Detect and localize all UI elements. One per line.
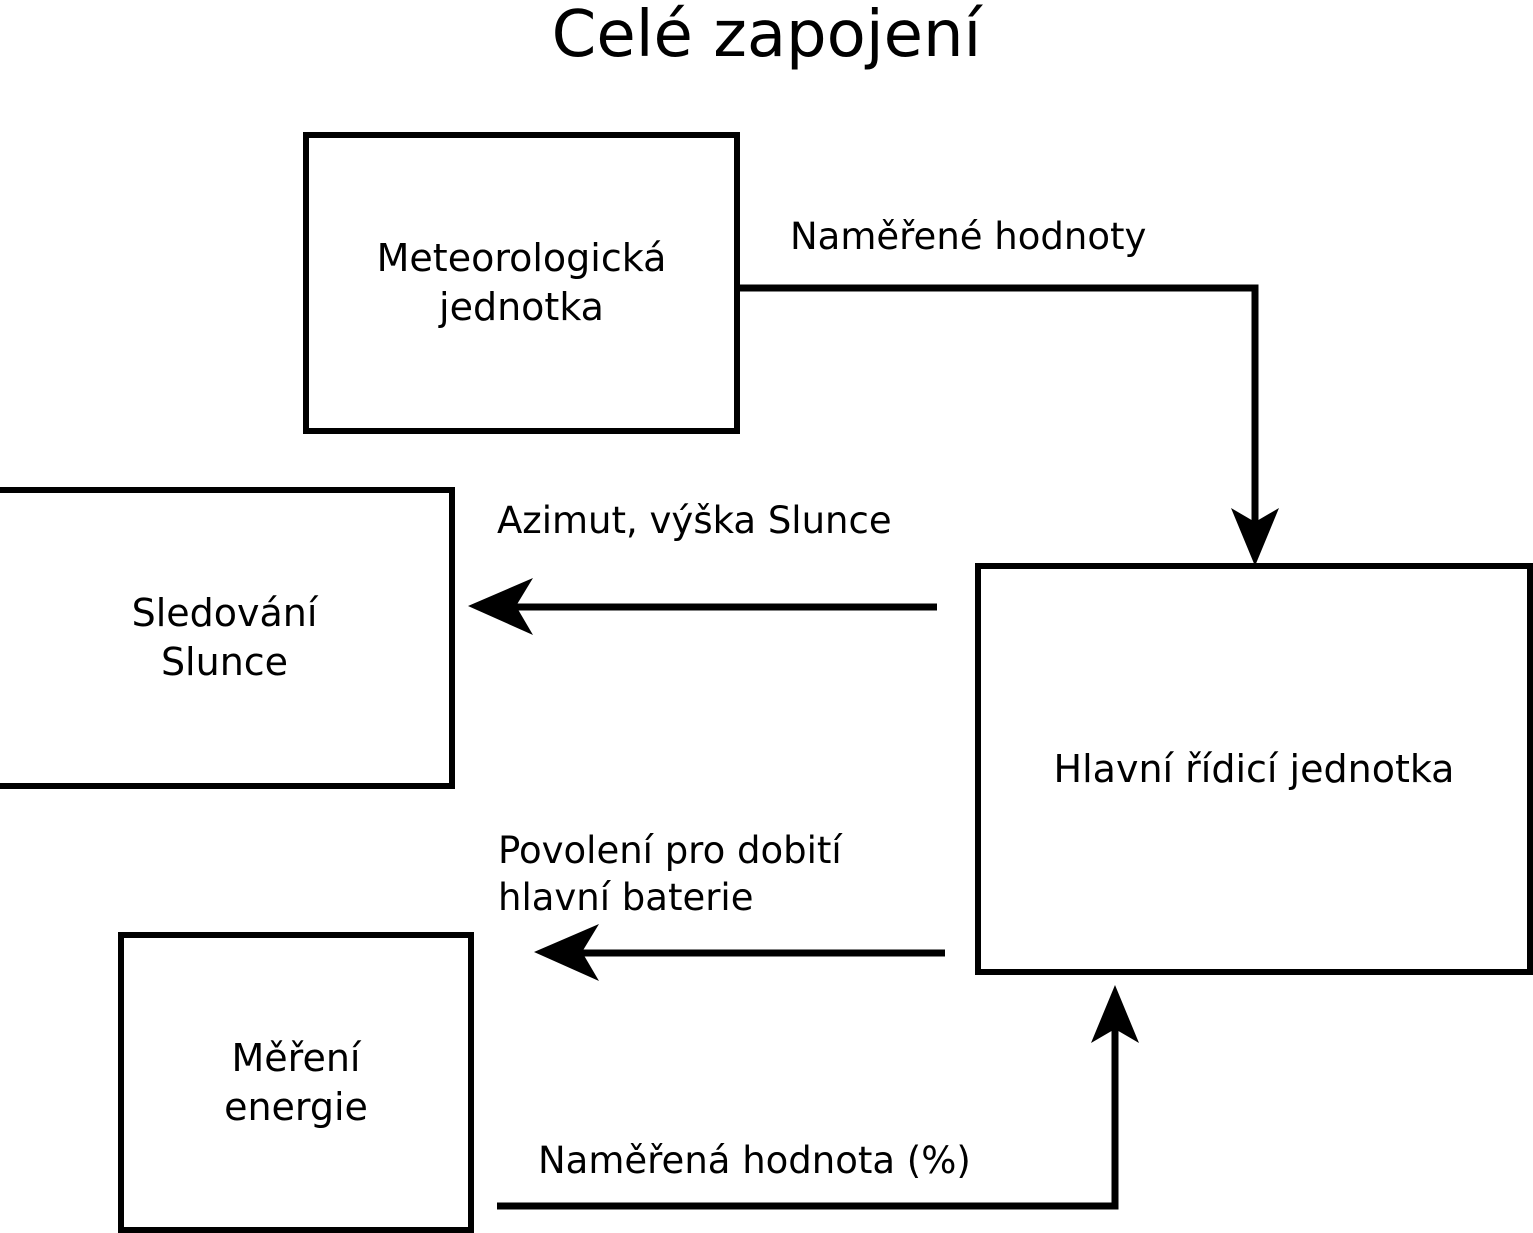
node-sun-tracking[interactable]: Sledování Slunce (0, 487, 455, 789)
node-meteorological-unit-label: Meteorologická jednotka (376, 236, 667, 329)
node-main-control-unit-label: Hlavní řídicí jednotka (1053, 746, 1455, 791)
node-main-control-unit[interactable]: Hlavní řídicí jednotka (975, 563, 1533, 975)
node-sun-tracking-label: Sledování Slunce (131, 591, 318, 684)
edge-label-azimuth-elevation: Azimut, výška Slunce (497, 499, 892, 542)
edge-label-measured-values: Naměřené hodnoty (790, 215, 1147, 258)
edge-label-charge-permission: Povolení pro dobití hlavní baterie (498, 829, 842, 919)
edge-azimuth-elevation (468, 578, 937, 635)
edge-label-measured-percent: Naměřená hodnota (%) (538, 1139, 971, 1182)
node-energy-measurement-label: Měření energie (224, 1035, 368, 1129)
page-title: Celé zapojení (551, 0, 982, 72)
node-meteorological-unit[interactable]: Meteorologická jednotka (303, 132, 740, 434)
edge-charge-permission (534, 924, 945, 981)
node-energy-measurement[interactable]: Měření energie (118, 932, 474, 1233)
